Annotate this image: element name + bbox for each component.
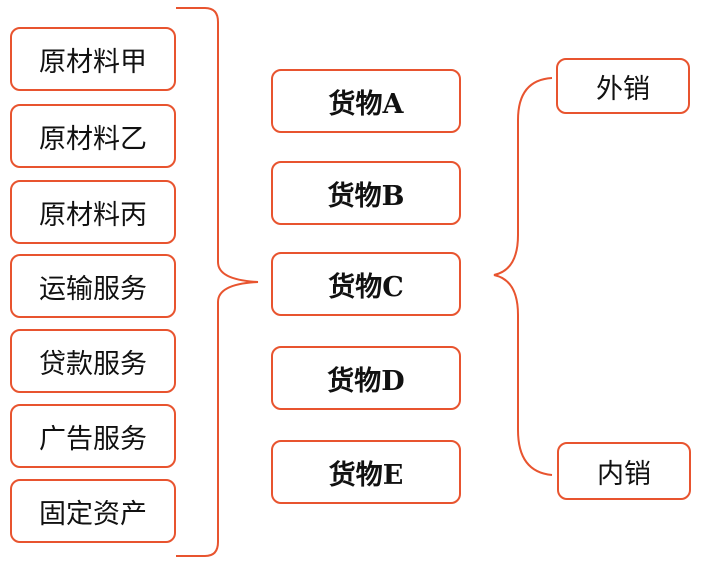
input-box-transport-service: 运输服务 xyxy=(10,254,176,318)
goods-label: 货物E xyxy=(328,459,404,491)
goods-box-d: 货物D xyxy=(271,346,461,410)
input-box-raw-material-b: 原材料乙 xyxy=(10,104,176,168)
goods-box-c: 货物C xyxy=(271,252,461,316)
sales-label: 外销 xyxy=(596,73,650,105)
sales-box-domestic: 内销 xyxy=(557,442,691,500)
input-label: 原材料丙 xyxy=(39,199,147,231)
input-label: 固定资产 xyxy=(39,498,147,530)
left-brace xyxy=(176,7,259,557)
sales-label: 内销 xyxy=(597,458,651,490)
input-label: 广告服务 xyxy=(39,423,147,455)
goods-box-e: 货物E xyxy=(271,440,461,504)
goods-label: 货物C xyxy=(328,271,404,303)
input-box-raw-material-c: 原材料丙 xyxy=(10,180,176,244)
goods-label: 货物B xyxy=(327,180,405,212)
goods-label: 货物A xyxy=(328,88,404,120)
input-label: 原材料甲 xyxy=(39,46,147,78)
input-box-loan-service: 贷款服务 xyxy=(10,329,176,393)
input-label: 运输服务 xyxy=(39,273,147,305)
input-box-ad-service: 广告服务 xyxy=(10,404,176,468)
right-brace xyxy=(493,77,553,476)
goods-box-b: 货物B xyxy=(271,161,461,225)
input-box-raw-material-a: 原材料甲 xyxy=(10,27,176,91)
input-label: 贷款服务 xyxy=(39,348,147,380)
input-box-fixed-asset: 固定资产 xyxy=(10,479,176,543)
goods-box-a: 货物A xyxy=(271,69,461,133)
goods-label: 货物D xyxy=(327,365,405,397)
input-label: 原材料乙 xyxy=(39,123,147,155)
sales-box-export: 外销 xyxy=(556,58,690,114)
